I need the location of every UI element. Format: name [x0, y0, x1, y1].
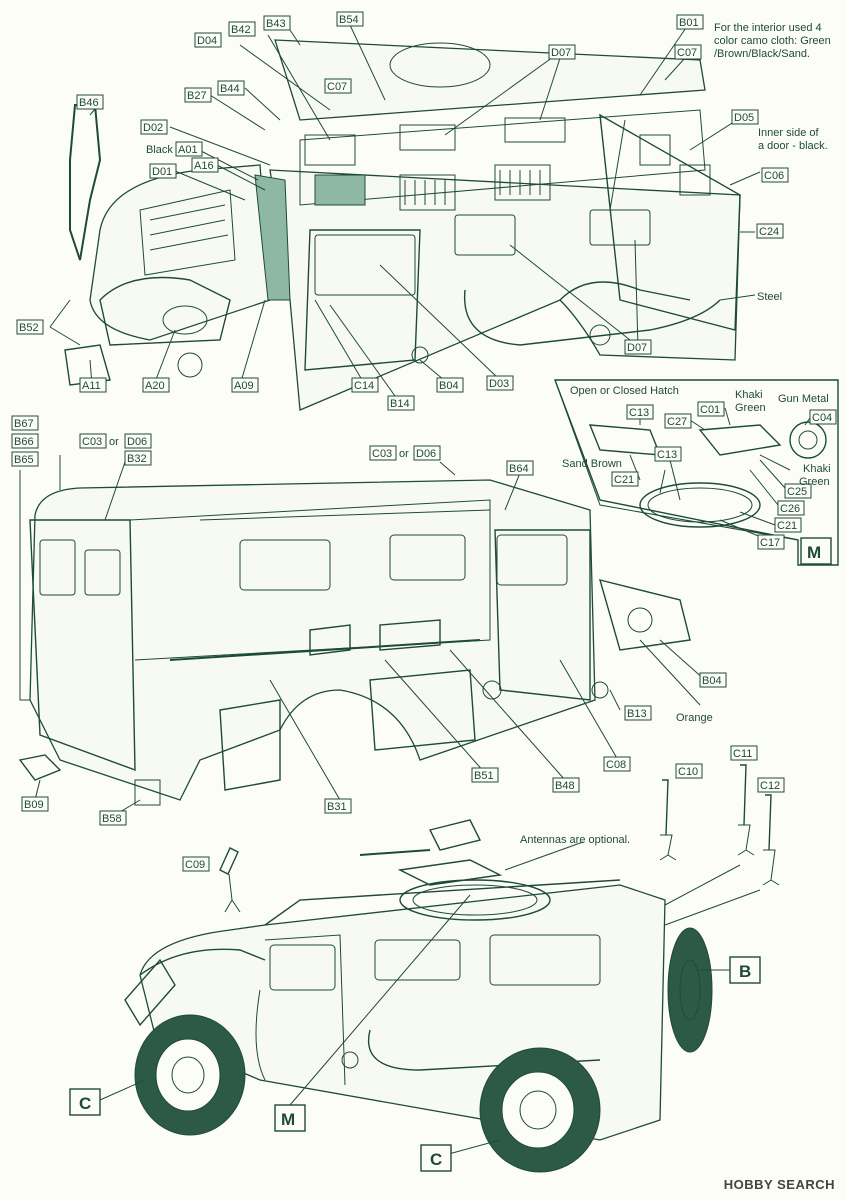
label-C11: C11: [733, 748, 752, 760]
label-B64: B64: [509, 463, 529, 475]
label-C01: C01: [700, 404, 720, 416]
label-A20: A20: [145, 380, 165, 392]
note-sand-brown: Sand Brown: [562, 458, 622, 470]
watermark-text: HOBBY SEARCH: [723, 1177, 835, 1192]
label-B27: B27: [187, 90, 207, 102]
note-hatch: Open or Closed Hatch: [570, 385, 679, 397]
note-gun-metal: Gun Metal: [778, 393, 829, 405]
label-C17: C17: [760, 537, 780, 549]
step-B: B: [739, 962, 751, 981]
label-C06: C06: [764, 170, 784, 182]
note-or-right: or: [399, 448, 409, 460]
note-khaki-green-bottom-1: Khaki: [803, 463, 831, 475]
note-or-left: or: [109, 436, 119, 448]
label-D01: D01: [152, 166, 172, 178]
label-D07-top: D07: [551, 47, 571, 59]
label-C10: C10: [678, 766, 698, 778]
hatch-detail-inset: [553, 379, 839, 566]
label-B65: B65: [14, 454, 34, 466]
label-B13: B13: [627, 708, 647, 720]
label-A16: A16: [194, 160, 214, 172]
label-B46: B46: [79, 97, 99, 109]
label-B04-top: B04: [439, 380, 459, 392]
label-C12: C12: [760, 780, 780, 792]
label-B44: B44: [220, 83, 240, 95]
label-B01: B01: [679, 17, 699, 29]
label-C14: C14: [354, 380, 374, 392]
label-B32: B32: [127, 453, 147, 465]
label-B09: B09: [24, 799, 44, 811]
label-B54: B54: [339, 14, 359, 26]
complete-vehicle-view: [124, 819, 713, 1173]
note-black: Black: [146, 144, 173, 156]
note-khaki-green-top-1: Khaki: [735, 389, 763, 401]
label-C08: C08: [606, 759, 626, 771]
label-A11: A11: [82, 380, 101, 392]
label-C03-right: C03: [372, 448, 392, 460]
label-D02: D02: [143, 122, 163, 134]
label-C03-left: C03: [82, 436, 102, 448]
note-interior-line2: color camo cloth: Green: [714, 35, 831, 47]
note-khaki-green-bottom-2: Green: [799, 476, 830, 488]
label-D06-left: D06: [127, 436, 147, 448]
label-C25: C25: [787, 486, 807, 498]
rear-side-view: [18, 479, 691, 806]
watermark: HOBBY SEARCH: [724, 1177, 835, 1192]
label-D05: D05: [734, 112, 754, 124]
note-steel: Steel: [757, 291, 782, 303]
label-C21-left: C21: [614, 474, 634, 486]
label-D04: D04: [197, 35, 217, 47]
note-door-line2: a door - black.: [758, 140, 828, 152]
label-B04-middle: B04: [702, 675, 722, 687]
step-markers: M B C M C: [69, 537, 832, 1172]
label-C24: C24: [759, 226, 779, 238]
step-C-rear: C: [430, 1150, 442, 1169]
label-B14: B14: [390, 398, 410, 410]
interior-cutaway-view: [64, 39, 741, 411]
step-M: M: [281, 1110, 295, 1129]
label-D07-bottom: D07: [627, 342, 647, 354]
step-M-inset: M: [807, 543, 821, 562]
top-view-leaders: [49, 21, 761, 404]
label-A01: A01: [178, 144, 198, 156]
label-C04: C04: [812, 412, 832, 424]
note-interior-line3: /Brown/Black/Sand.: [714, 48, 810, 60]
label-C27: C27: [667, 416, 687, 428]
label-B67: B67: [14, 418, 34, 430]
label-B31: B31: [327, 801, 347, 813]
note-antennas: Antennas are optional.: [520, 834, 630, 846]
label-B58: B58: [102, 813, 122, 825]
label-B42: B42: [231, 24, 251, 36]
part-labels: B43 B54 B01 C07 C07 D04 B42 D07 B46 B27 …: [11, 11, 837, 872]
label-C07-right: C07: [677, 47, 697, 59]
step-C-front: C: [79, 1094, 91, 1113]
label-C21-right: C21: [777, 520, 797, 532]
label-A09: A09: [234, 380, 254, 392]
label-D06-right: D06: [416, 448, 436, 460]
label-C07-left: C07: [327, 81, 347, 93]
label-C13-top: C13: [629, 407, 649, 419]
note-khaki-green-top-2: Green: [735, 402, 766, 414]
note-interior-line1: For the interior used 4: [714, 22, 822, 34]
label-C13-bottom: C13: [657, 449, 677, 461]
color-notes: For the interior used 4 color camo cloth…: [520, 22, 831, 846]
label-B48: B48: [555, 780, 575, 792]
label-B52: B52: [19, 322, 39, 334]
label-C26: C26: [780, 503, 800, 515]
label-B43: B43: [266, 18, 286, 30]
label-B51: B51: [474, 770, 494, 782]
middle-view-leaders: [19, 455, 706, 816]
bottom-view-antennas: [219, 764, 780, 913]
label-C09: C09: [185, 859, 205, 871]
bottom-view-leaders: [99, 841, 761, 1156]
note-orange: Orange: [676, 712, 713, 724]
note-door-line1: Inner side of: [758, 127, 819, 139]
label-B66: B66: [14, 436, 34, 448]
label-D03: D03: [489, 378, 509, 390]
